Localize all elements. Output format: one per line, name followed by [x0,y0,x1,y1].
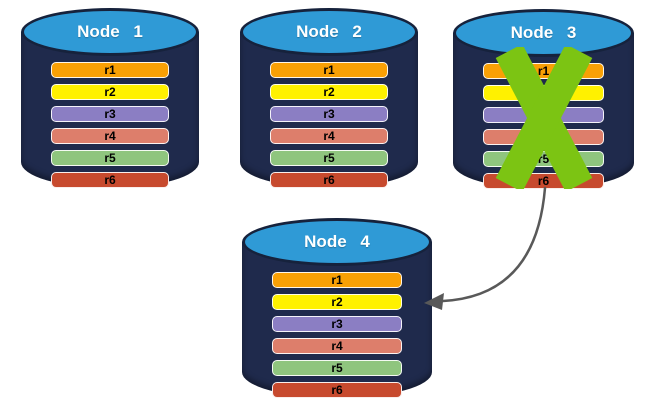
cylinder-top: Node 3 [453,9,634,57]
node-1-label: Node 1 [77,22,143,41]
curved-arrow-icon [424,186,547,310]
row-r2: r2 [270,84,388,100]
row-r5: r5 [483,151,604,167]
row-r2: r2 [272,294,402,310]
row-r5: r5 [270,150,388,166]
row-r3: r3 [483,107,604,123]
node-2-row-list: r1 r2 r3 r4 r5 r6 [270,62,388,188]
row-r6: r6 [272,382,402,398]
node-2-label: Node 2 [296,22,362,41]
row-r3: r3 [272,316,402,332]
row-r5: r5 [51,150,169,166]
node-3-row-list: r1 r2 r3 r4 r5 r6 [483,63,604,189]
node-4-row-list: r1 r2 r3 r4 r5 r6 [272,272,402,398]
node-1-cylinder: Node 1 r1 r2 r3 r4 r5 r6 [21,8,199,188]
cylinder-top: Node 4 [242,218,432,266]
row-r1: r1 [51,62,169,78]
row-r4: r4 [270,128,388,144]
row-r6: r6 [51,172,169,188]
row-r3: r3 [270,106,388,122]
node-2-cylinder: Node 2 r1 r2 r3 r4 r5 r6 [240,8,418,188]
row-r2: r2 [483,85,604,101]
row-r2: r2 [51,84,169,100]
row-r1: r1 [272,272,402,288]
node-4-label: Node 4 [304,232,370,251]
row-r4: r4 [272,338,402,354]
node-3-label: Node 3 [510,23,577,42]
row-r4: r4 [483,129,604,145]
row-r6: r6 [483,173,604,189]
row-r3: r3 [51,106,169,122]
row-r6: r6 [270,172,388,188]
cylinder-top: Node 2 [240,8,418,56]
node-1-row-list: r1 r2 r3 r4 r5 r6 [51,62,169,188]
row-r1: r1 [270,62,388,78]
row-r5: r5 [272,360,402,376]
row-r1: r1 [483,63,604,79]
row-r4: r4 [51,128,169,144]
cylinder-top: Node 1 [21,8,199,56]
node-3-cylinder: Node 3 r1 r2 r3 r4 r5 r6 [453,9,634,189]
node-4-cylinder: Node 4 r1 r2 r3 r4 r5 r6 [242,218,432,398]
